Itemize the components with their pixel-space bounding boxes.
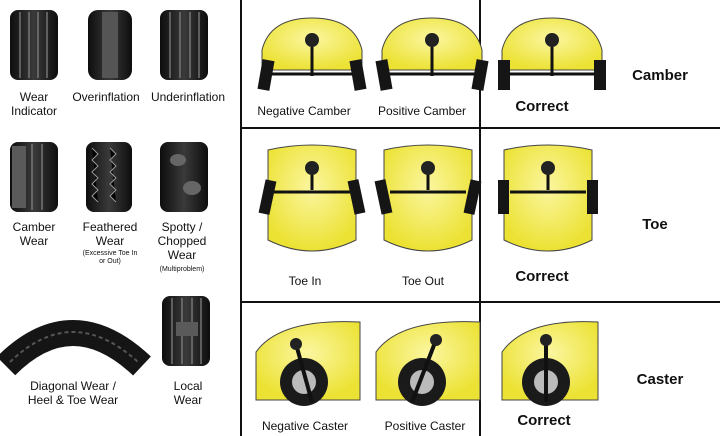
tire-camber-wear-icon [10,142,58,212]
label-correct-toe: Correct [515,268,569,285]
tire-local-wear-icon [162,296,210,366]
car-correct-caster-icon [501,321,599,406]
label-diagonal-wear: Diagonal Wear / Heel & Toe Wear [27,379,119,407]
label-camber-wear: Camber Wear [12,220,56,248]
label-positive-camber: Positive Camber [377,104,467,118]
label-spotty-wear: Spotty / Chopped Wear [157,220,207,262]
tire-spotty-wear-icon [160,142,208,212]
title-toe: Toe [642,216,668,233]
label-positive-caster: Positive Caster [384,419,466,433]
label-underinflation: Underinflation [150,90,226,104]
label-correct-camber: Correct [515,98,569,115]
label-spotty-note: (Multiproblem) [159,266,205,273]
label-correct-caster: Correct [517,412,571,429]
alignment-illustrations [255,17,606,406]
title-caster: Caster [636,371,684,388]
label-toe-in: Toe In [288,274,322,288]
tire-feathered-wear-icon [86,142,132,212]
label-negative-caster: Negative Caster [261,419,349,433]
tire-wear-indicator-icon [10,10,58,80]
car-positive-caster-icon [375,321,481,406]
label-local-wear: Local Wear [173,379,203,407]
tire-wear-illustrations [0,10,210,376]
car-toe-in-icon [258,144,366,252]
car-negative-camber-icon [257,17,367,91]
divider-row-2 [240,301,720,303]
title-camber: Camber [632,67,688,84]
tire-diagonal-wear-icon [0,320,151,376]
label-overinflation: Overinflation [72,90,140,104]
divider-row-1 [240,127,720,129]
label-feathered-note: (Excessive Toe In or Out) [82,250,138,265]
label-toe-out: Toe Out [401,274,445,288]
divider-left [240,0,242,436]
tire-underinflation-icon [160,10,208,80]
car-correct-toe-icon [498,144,598,252]
car-toe-out-icon [374,144,482,252]
car-negative-caster-icon [255,321,361,406]
car-correct-camber-icon [498,17,606,90]
divider-middle [479,0,481,436]
label-wear-indicator: Wear Indicator [10,90,58,118]
label-negative-camber: Negative Camber [257,104,351,118]
tire-overinflation-icon [88,10,132,80]
label-feathered-wear: Feathered Wear [82,220,138,248]
car-positive-camber-icon [375,17,489,91]
